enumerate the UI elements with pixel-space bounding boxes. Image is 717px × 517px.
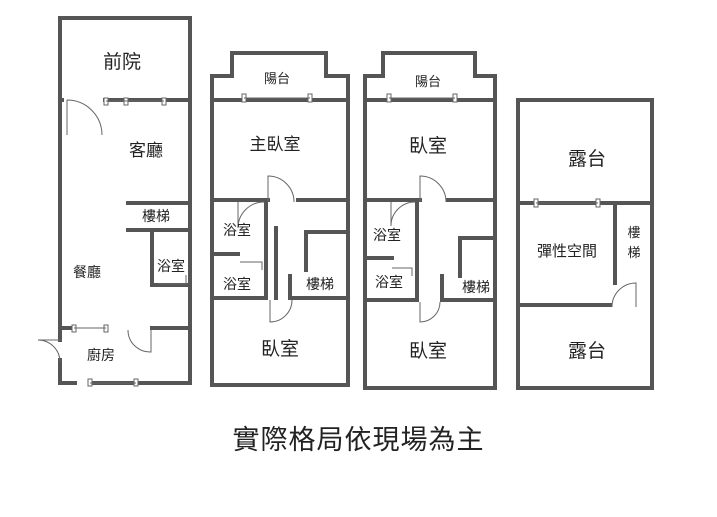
room-label-bedroom: 臥室 [261,338,299,360]
room-label-bathroom-2: 浴室 [223,276,251,293]
room-label-bedroom-2: 臥室 [409,340,447,362]
room-label-terrace-2: 露台 [568,340,606,362]
plan-ground-floor: 前院 客廳 樓梯 浴室 餐廳 廚房 [37,16,192,387]
room-label-master-bedroom: 主臥室 [250,135,301,155]
room-label-bedroom-1: 臥室 [409,135,447,157]
room-label-stairs: 樓梯 [306,277,334,293]
plan-third-floor: 陽台 臥室 浴室 浴室 樓梯 臥室 [363,51,497,390]
room-label-kitchen: 廚房 [87,347,115,364]
room-label-bathroom-2: 浴室 [375,274,403,291]
room-label-stairs-top: 樓 [627,226,640,241]
room-label-stairs: 樓梯 [142,209,170,225]
plan-rooftop: 露台 彈性空間 樓 梯 露台 [516,98,654,390]
room-label-balcony: 陽台 [415,75,441,90]
room-label-bathroom-1: 浴室 [373,227,401,244]
plan-second-floor: 陽台 主臥室 浴室 浴室 樓梯 臥室 [210,51,350,387]
room-label-living-room: 客廳 [129,141,163,161]
room-label-flexible-space: 彈性空間 [537,242,597,260]
room-label-balcony: 陽台 [264,72,290,87]
room-label-dining-room: 餐廳 [73,264,101,281]
room-label-stairs-bottom: 梯 [627,246,640,261]
room-label-terrace-1: 露台 [568,148,606,170]
room-label-front-yard: 前院 [103,51,141,73]
room-label-bathroom-1: 浴室 [223,222,251,239]
room-label-stairs: 樓梯 [462,280,490,296]
room-label-bathroom: 浴室 [157,258,185,275]
disclaimer-caption: 實際格局依現場為主 [232,425,485,456]
